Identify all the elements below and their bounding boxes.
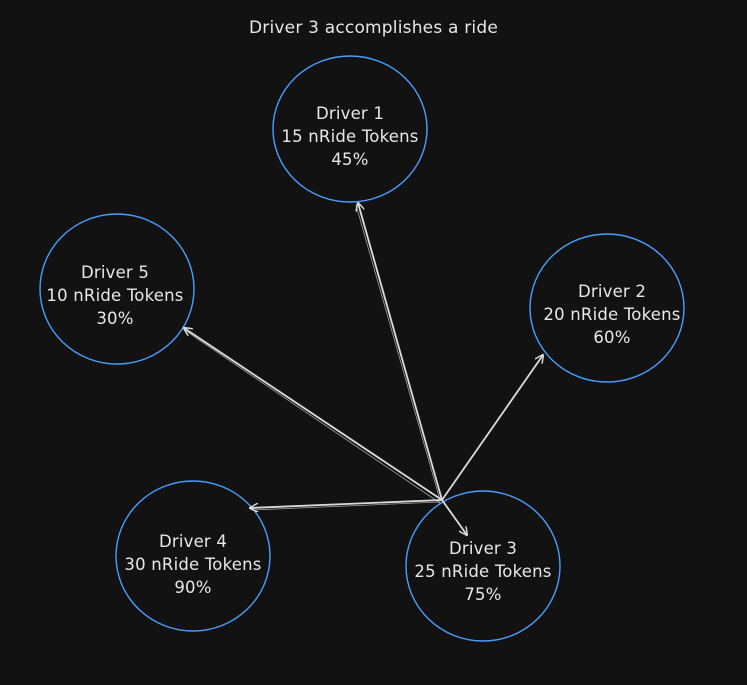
driver-2-tokens: 20 nRide Tokens (543, 305, 681, 324)
driver-2-name: Driver 2 (577, 282, 647, 301)
driver-4-percent: 90% (174, 578, 212, 597)
driver-1-tokens: 15 nRide Tokens (281, 127, 419, 146)
driver-5-name: Driver 5 (80, 263, 150, 282)
arrow-to-driver-1[interactable] (358, 203, 443, 501)
arrow-to-driver-5[interactable] (184, 328, 443, 501)
driver-1-percent: 45% (331, 150, 369, 169)
driver-4-circle[interactable] (115, 480, 271, 632)
driver-1-node: Driver 1 15 nRide Tokens 45% (265, 102, 435, 171)
arrow-to-driver-2[interactable] (441, 355, 543, 501)
driver-1-name: Driver 1 (315, 104, 385, 123)
driver-3-name: Driver 3 (448, 539, 518, 558)
driver-2-node: Driver 2 20 nRide Tokens 60% (527, 280, 697, 349)
arrow-to-driver-3[interactable] (441, 499, 467, 535)
driver-5-tokens: 10 nRide Tokens (46, 286, 184, 305)
arrow-to-driver-4[interactable] (250, 499, 443, 508)
driver-3-percent: 75% (464, 585, 502, 604)
driver-2-circle[interactable] (529, 233, 685, 383)
driver-5-node: Driver 5 10 nRide Tokens 30% (30, 261, 200, 330)
diagram-title: Driver 3 accomplishes a ride (249, 18, 498, 38)
driver-4-name: Driver 4 (158, 532, 228, 551)
driver-4-node: Driver 4 30 nRide Tokens 90% (108, 530, 278, 599)
driver-5-circle[interactable] (39, 213, 195, 365)
driver-3-tokens: 25 nRide Tokens (414, 562, 552, 581)
driver-2-percent: 60% (593, 328, 631, 347)
driver-5-percent: 30% (96, 309, 134, 328)
driver-1-circle[interactable] (272, 55, 428, 203)
driver-4-tokens: 30 nRide Tokens (124, 555, 262, 574)
driver-3-circle[interactable] (405, 490, 561, 642)
driver-3-node: Driver 3 25 nRide Tokens 75% (398, 537, 568, 606)
